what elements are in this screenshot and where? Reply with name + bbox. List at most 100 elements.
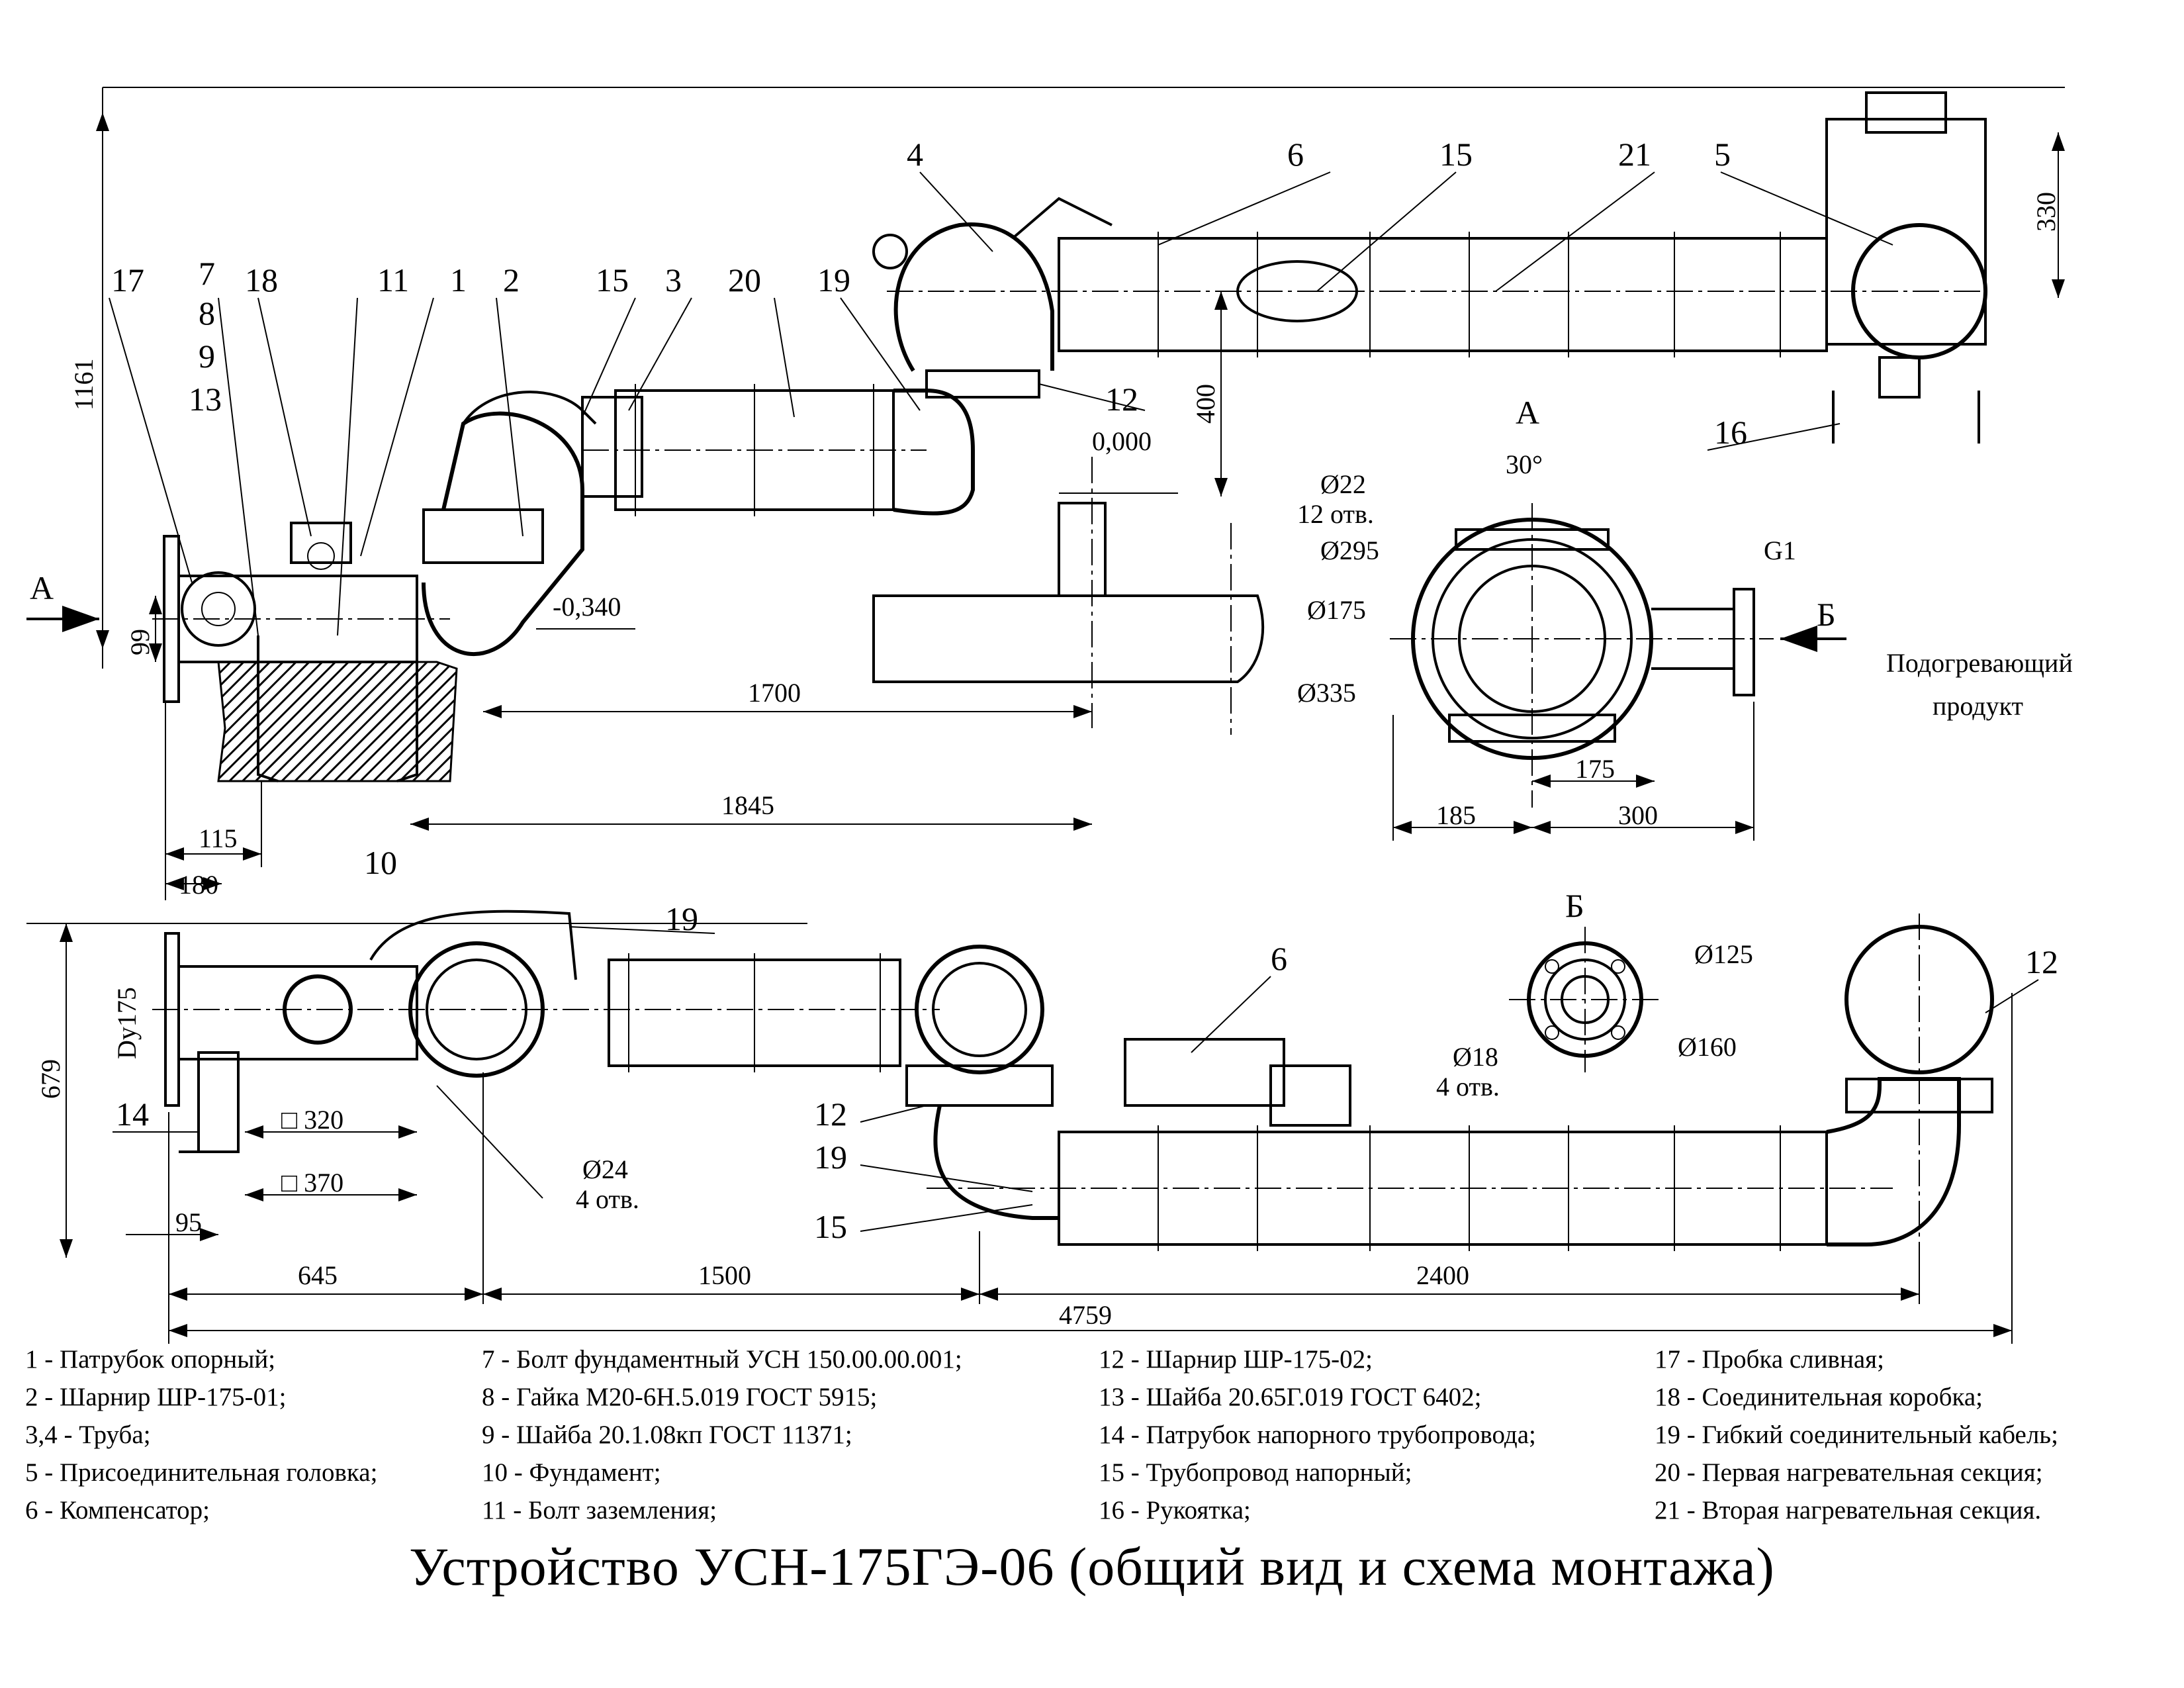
legend-item: 13 - Шайба 20.65Г.019 ГОСТ 6402; [1099,1383,1482,1411]
dim-645: 645 [298,1260,338,1290]
callout-11: 11 [377,261,409,299]
callout-18: 18 [245,261,278,299]
dim-1700: 1700 [748,678,801,708]
dim-679: 679 [36,1059,66,1099]
dim-holes22b: 12 отв. [1297,499,1374,529]
legend-item: 18 - Соединительная коробка; [1655,1383,1983,1411]
level-0: 0,000 [1092,426,1152,456]
callout-19c: 19 [814,1139,847,1176]
view-b-arrow-label: Б [1817,596,1836,633]
legend-item: 7 - Болт фундаментный УСН 150.00.00.001; [482,1345,962,1374]
callout-10-label: 10 [364,844,397,881]
dim-dy: Dy175 [112,987,142,1059]
dim-d295: Ø295 [1320,536,1379,565]
callout-7: 7 [199,255,215,292]
bottom-view [26,910,2039,1344]
callout-2: 2 [503,261,520,299]
legend-item: 12 - Шарнир ШР-175-02; [1099,1345,1373,1374]
callout-15b: 15 [1439,136,1473,173]
dim-d24b: 4 отв. [576,1184,639,1214]
labels: А А Б Б 17 7 8 9 13 18 11 1 2 15 3 20 19… [30,136,2073,1330]
view-a [1390,503,1846,841]
dim-370: □ 370 [281,1168,343,1197]
dim-thread: G1 [1764,536,1796,565]
dim-1845: 1845 [721,790,774,820]
dim-d24: Ø24 [582,1154,628,1184]
view-a-title: А [1516,394,1539,431]
dim-d335: Ø335 [1297,678,1356,708]
callout-15a: 15 [596,261,629,299]
legend-col1: 1 - Патрубок опорный; 2 - Шарнир ШР-175-… [25,1340,377,1529]
dim-320: □ 320 [281,1105,343,1135]
legend-col2: 7 - Болт фундаментный УСН 150.00.00.001;… [482,1340,962,1529]
legend-item: 9 - Шайба 20.1.08кп ГОСТ 11371; [482,1421,852,1449]
legend-item: 14 - Патрубок напорного трубопровода; [1099,1421,1536,1449]
callout-6b: 6 [1271,940,1287,977]
callout-20: 20 [728,261,761,299]
foundation [217,661,458,782]
legend-item: 16 - Рукоятка; [1099,1496,1251,1524]
view-a-label: А [30,569,54,606]
dim-185: 185 [1436,800,1476,830]
dim-1161: 1161 [69,358,99,410]
legend-item: 17 - Пробка сливная; [1655,1345,1884,1374]
callout-9: 9 [199,338,215,375]
legend-item: 10 - Фундамент; [482,1458,661,1487]
legend-item: 5 - Присоединительная головка; [25,1458,378,1487]
dim-115: 115 [199,823,238,853]
callout-4: 4 [907,136,923,173]
callout-1: 1 [450,261,467,299]
view-b [1509,927,1661,1072]
dim-180: 180 [179,870,218,900]
top-view [26,87,2065,900]
legend-item: 8 - Гайка М20-6Н.5.019 ГОСТ 5915; [482,1383,878,1411]
legend-item: 1 - Патрубок опорный; [25,1345,276,1374]
dim-d18b: 4 отв. [1436,1072,1500,1102]
callout-5: 5 [1714,136,1731,173]
legend-col4: 17 - Пробка сливная; 18 - Соединительная… [1655,1340,2058,1529]
callout-12a: 12 [1105,381,1138,418]
dim-1500: 1500 [698,1260,751,1290]
note-product-2: продукт [1933,691,2023,721]
level-340: -0,340 [553,592,621,622]
dim-175: 175 [1575,754,1615,784]
note-product-1: Подогревающий [1886,648,2073,678]
callout-19a: 19 [817,261,850,299]
dim-330: 330 [2031,192,2061,232]
dim-99: 99 [125,629,155,655]
callout-21: 21 [1618,136,1651,173]
legend-item: 19 - Гибкий соединительный кабель; [1655,1421,2058,1449]
legend-col3: 12 - Шарнир ШР-175-02; 13 - Шайба 20.65Г… [1099,1340,1536,1529]
dim-95: 95 [175,1207,202,1237]
dim-400: 400 [1191,384,1220,424]
legend-item: 21 - Вторая нагревательная секция. [1655,1496,2042,1524]
legend-item: 3,4 - Труба; [25,1421,151,1449]
legend-item: 11 - Болт заземления; [482,1496,717,1524]
dim-angle: 30° [1506,449,1543,479]
callout-8: 8 [199,295,215,332]
dim-d160: Ø160 [1678,1032,1737,1062]
callout-3: 3 [665,261,682,299]
dim-d125: Ø125 [1694,939,1753,969]
legend-item: 15 - Трубопровод напорный; [1099,1458,1412,1487]
legend-item: 20 - Первая нагревательная секция; [1655,1458,2043,1487]
callout-19b: 19 [665,900,698,937]
dim-2400: 2400 [1416,1260,1469,1290]
dim-d18: Ø18 [1453,1042,1498,1072]
callout-14: 14 [116,1096,149,1133]
callout-16: 16 [1714,414,1747,451]
dim-4759: 4759 [1059,1300,1112,1330]
callout-12b: 12 [814,1096,847,1133]
callout-17: 17 [111,261,144,299]
callout-13: 13 [189,381,222,418]
callout-12c: 12 [2025,943,2058,980]
callout-15c: 15 [814,1208,847,1245]
dim-d175c: Ø175 [1307,595,1366,625]
callout-6a: 6 [1287,136,1304,173]
dim-300: 300 [1618,800,1658,830]
view-b-title: Б [1565,887,1584,924]
legend-item: 6 - Компенсатор; [25,1496,210,1524]
legend-item: 2 - Шарнир ШР-175-01; [25,1383,287,1411]
drawing-title: Устройство УСН-175ГЭ-06 (общий вид и схе… [409,1536,1775,1597]
